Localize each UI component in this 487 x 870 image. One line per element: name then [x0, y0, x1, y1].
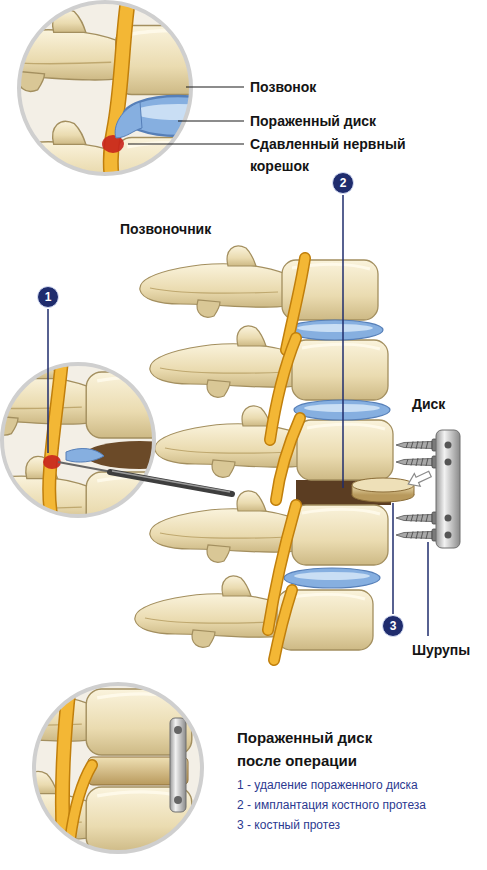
part-label: Шурупы: [412, 641, 470, 659]
leader-line: [178, 120, 244, 121]
inset-caption: Пораженный диск после операции: [237, 726, 412, 772]
callout-leader: [392, 503, 394, 614]
inset-removal: [0, 357, 195, 538]
callout-number: 3: [382, 615, 404, 637]
plate: [170, 718, 186, 812]
nerve-root: [70, 765, 92, 840]
part-label-text: Пораженный диск: [250, 113, 376, 129]
arrow-shape: [405, 468, 433, 491]
graft-top: [352, 478, 414, 492]
part-label-text: Диск: [412, 396, 445, 412]
plate-hole: [445, 442, 452, 449]
probe-tip: [58, 462, 112, 472]
part-label: Пораженный диск: [250, 112, 376, 130]
legend-item: 2 - имплантация костного протеза: [237, 797, 426, 813]
callout-number-text: 2: [340, 176, 347, 190]
callout-leader: [342, 195, 344, 488]
screw: [396, 439, 438, 451]
callout-leader: [47, 309, 49, 453]
nerve-root: [111, 0, 128, 180]
callout-number: 2: [332, 172, 354, 194]
part-label-text: Позвоночник: [120, 221, 211, 237]
part-label-text: Сдавленный нервный корешок: [250, 136, 405, 174]
inset-herniation: [0, 0, 233, 207]
legend-item-text: 2 - имплантация костного протеза: [237, 798, 426, 812]
nerve-outline: [276, 418, 300, 500]
part-label: Позвонок: [250, 78, 316, 96]
legend-item: 3 - костный протез: [237, 817, 340, 833]
nerve-outline: [49, 360, 62, 520]
callout-leader: [427, 542, 429, 636]
callout-number-text: 1: [45, 290, 52, 304]
part-label: Сдавленный нервный корешок: [250, 133, 450, 177]
inset-after-surgery: [0, 674, 204, 856]
part-label: Диск: [412, 395, 445, 413]
plate: [436, 430, 460, 548]
disc: [284, 568, 380, 588]
plate-hole: [445, 515, 452, 522]
nerve-outline: [111, 0, 128, 180]
callout-number-text: 3: [390, 619, 397, 633]
vertebra: [0, 357, 192, 438]
disc-fragment: [66, 449, 104, 463]
legend-item: 1 - удаление пораженного диска: [237, 777, 418, 793]
legend-item-text: 3 - костный протез: [237, 818, 340, 832]
nerve-root: [274, 590, 292, 660]
screw: [396, 529, 438, 541]
screw-head: [174, 796, 182, 804]
part-label-text: Шурупы: [412, 642, 470, 658]
plate-hole: [445, 532, 452, 539]
insert-arrow: [405, 468, 433, 491]
nerve-root: [49, 360, 62, 520]
probe-highlight: [112, 471, 230, 492]
screw: [396, 512, 438, 524]
screw: [396, 456, 438, 468]
spine-column: [135, 246, 460, 660]
leader-line: [128, 143, 244, 144]
leader-line: [186, 86, 244, 87]
bone-graft: [352, 478, 414, 502]
inset-caption-text: Пораженный диск после операции: [237, 729, 372, 769]
nerve-outline: [274, 590, 292, 660]
nerve-root: [276, 418, 300, 500]
disc-bulge: [115, 102, 142, 138]
probe-shaft: [110, 472, 232, 494]
nerve-roots: [268, 258, 305, 660]
inset-ring: [2, 364, 154, 516]
inset-ring: [34, 684, 202, 852]
screw-head: [174, 726, 182, 734]
callout-number: 1: [37, 286, 59, 308]
plate-hole: [445, 459, 452, 466]
part-label: Позвоночник: [120, 220, 211, 238]
inset-ring: [19, 2, 191, 174]
nerve-outline: [70, 765, 92, 840]
vertebra: [150, 491, 388, 565]
legend-item-text: 1 - удаление пораженного диска: [237, 778, 418, 792]
fixation-plate: [396, 430, 460, 548]
disc: [294, 400, 390, 420]
part-label-text: Позвонок: [250, 79, 316, 95]
